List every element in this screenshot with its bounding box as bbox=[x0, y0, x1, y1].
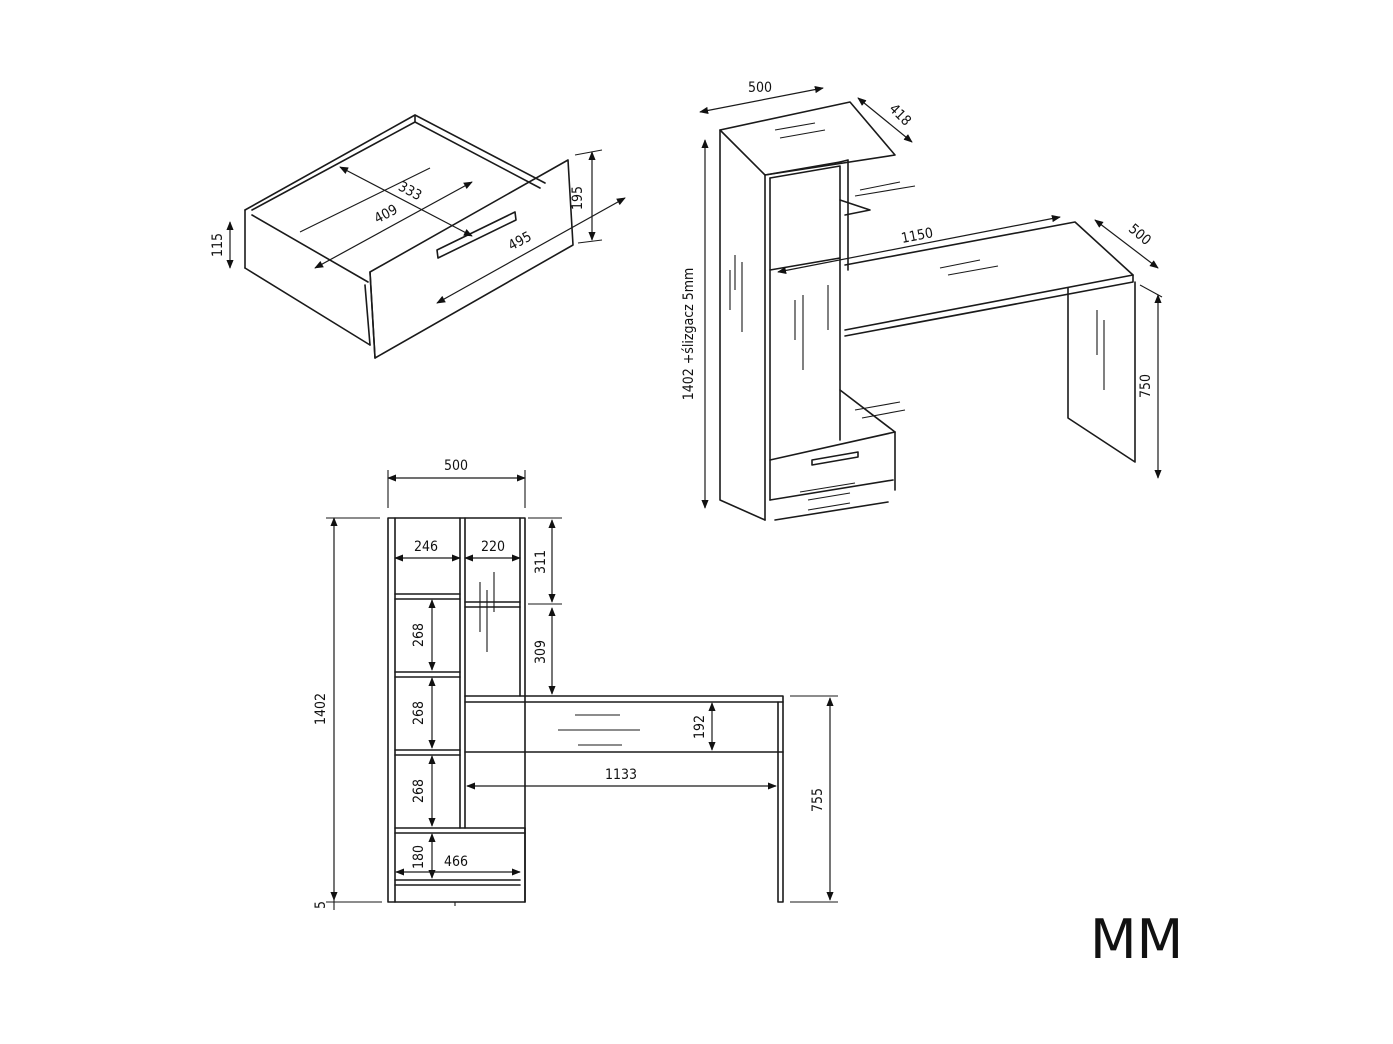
dim-333-line bbox=[339, 166, 473, 237]
dim-192-label: 192 bbox=[692, 715, 708, 739]
dim-1150-line bbox=[777, 215, 1061, 274]
dim-115-label: 115 bbox=[210, 233, 226, 257]
front-view-drawing: 500 246 220 311 309 268 268 268 1402 5 1 bbox=[313, 458, 838, 910]
dim-195-label: 195 bbox=[570, 186, 586, 210]
dim-309-label: 309 bbox=[533, 640, 549, 664]
dim-418-line bbox=[857, 97, 913, 143]
dim-311-label: 311 bbox=[533, 550, 549, 574]
dim-500-top-label: 500 bbox=[748, 80, 772, 96]
dim-750-label: 750 bbox=[1138, 374, 1154, 398]
dim-466-label: 466 bbox=[444, 854, 468, 870]
dim-500-right-line bbox=[1094, 219, 1159, 269]
dim-418-label: 418 bbox=[886, 101, 914, 129]
dim-1150-label: 1150 bbox=[900, 225, 935, 247]
dim-500-label: 500 bbox=[444, 458, 468, 474]
dim-1402-label: 1402 bbox=[313, 693, 329, 725]
brand-logo-text: MM bbox=[1090, 908, 1183, 971]
dim-500-top-line bbox=[699, 86, 824, 114]
dim-268-b-label: 268 bbox=[411, 701, 427, 725]
dim-495-line bbox=[436, 197, 626, 304]
dim-180-label: 180 bbox=[411, 845, 427, 869]
drawer-drawing: 115 333 409 495 195 bbox=[210, 114, 626, 359]
dim-268-c-label: 268 bbox=[411, 779, 427, 803]
dim-220-label: 220 bbox=[481, 539, 505, 555]
dim-268-a-label: 268 bbox=[411, 623, 427, 647]
dim-500-right-label: 500 bbox=[1125, 221, 1154, 249]
dim-246-label: 246 bbox=[414, 539, 438, 555]
dim-409-line bbox=[314, 181, 473, 269]
dim-5-label: 5 bbox=[313, 901, 329, 909]
dim-height-label: 1402 +ślizgacz 5mm bbox=[681, 268, 697, 401]
dim-755-label: 755 bbox=[810, 788, 826, 812]
dim-1133-label: 1133 bbox=[605, 767, 637, 783]
desk-iso-drawing: 500 418 1150 500 1402 +ślizgacz 5mm 750 bbox=[681, 80, 1163, 521]
